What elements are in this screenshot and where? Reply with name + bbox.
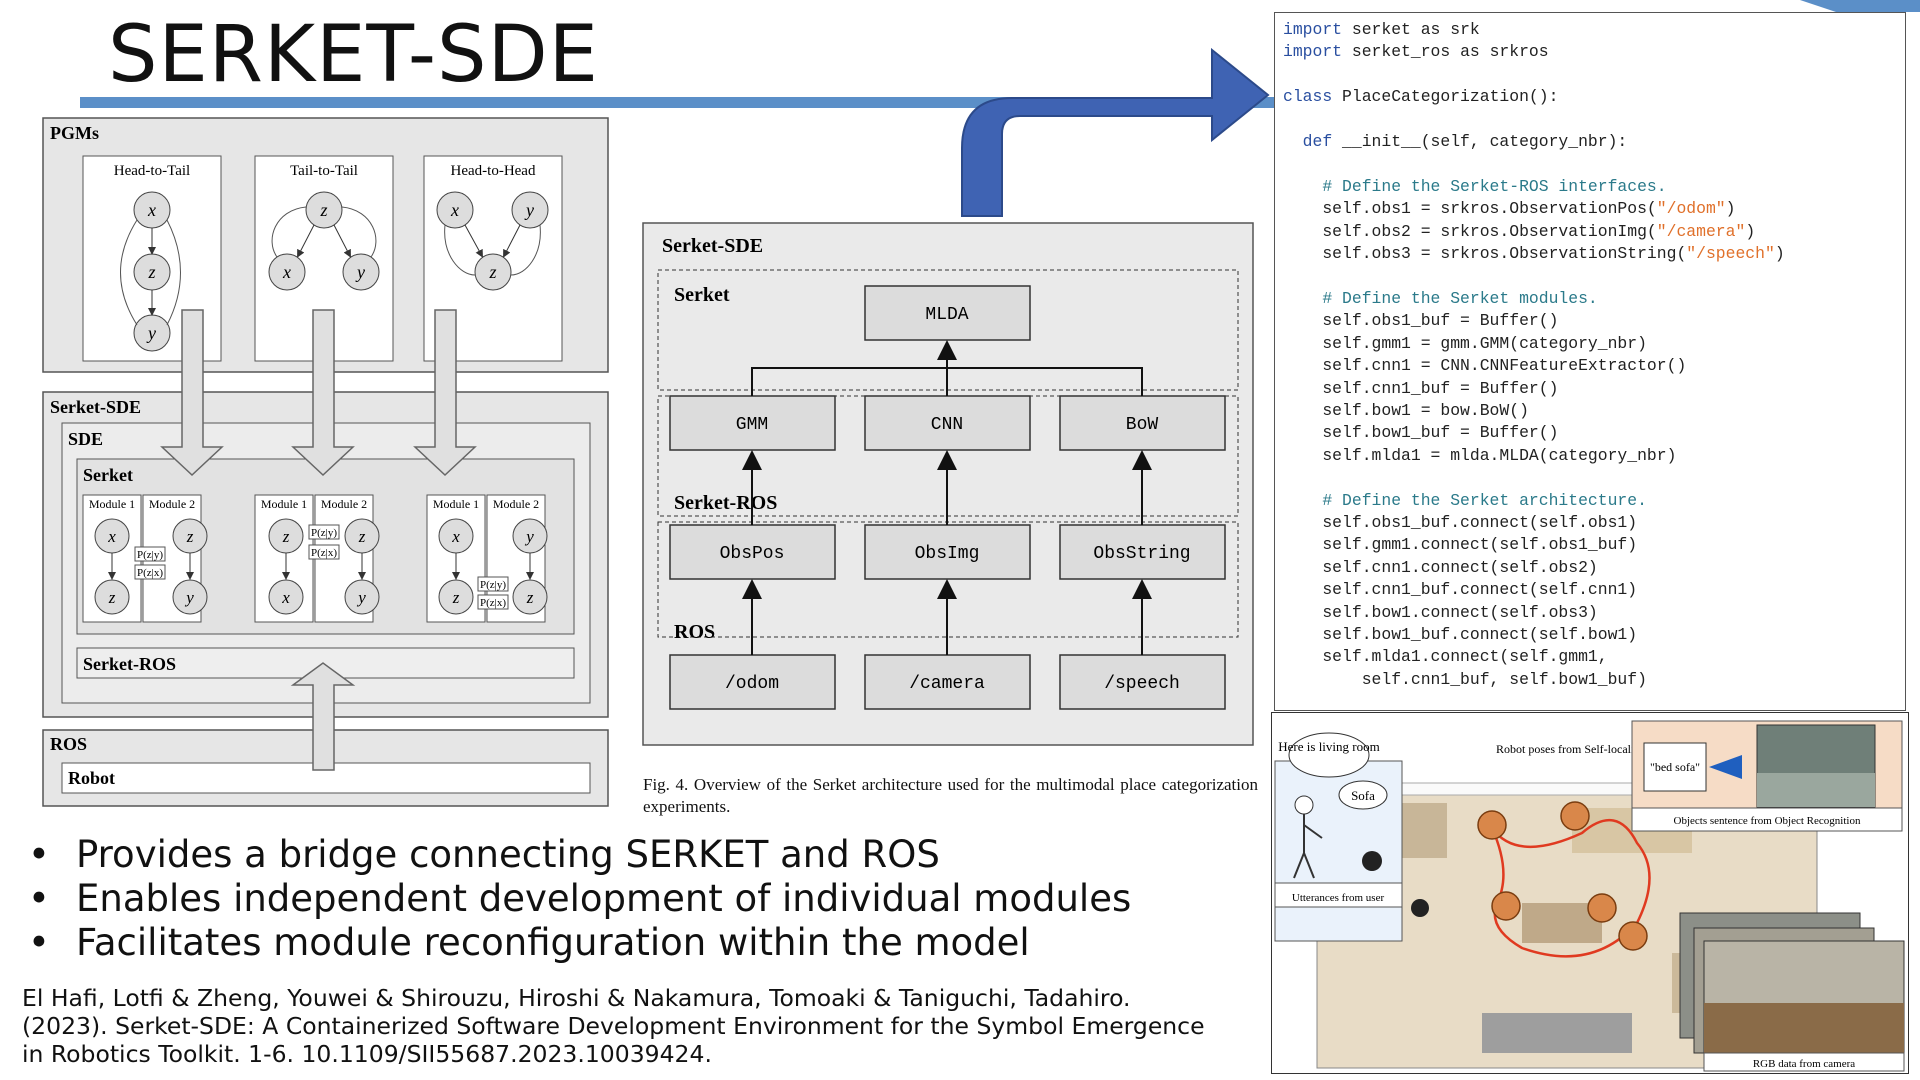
corner-decoration — [1800, 0, 1920, 12]
p-z-y-label: P(z|y) — [137, 549, 163, 561]
node-z: z — [108, 588, 116, 607]
up-arrow-icon — [290, 662, 356, 771]
node-z: z — [186, 527, 194, 546]
ros-section-label: ROS — [674, 621, 715, 643]
node-z: z — [319, 200, 327, 220]
curved-arrow-icon — [961, 48, 1270, 217]
figure-caption: Fig. 4. Overview of the Serket architect… — [643, 775, 1258, 816]
bubble-here-is-living-room: Here is living room — [1278, 739, 1379, 754]
place-categorization-figure: Here is living room Sofa Utterances from… — [1271, 712, 1909, 1074]
robot-icon — [1362, 851, 1382, 871]
node-x: x — [281, 588, 290, 607]
down-arrow-icon — [160, 309, 224, 477]
module1-label: Module 1 — [89, 497, 135, 511]
p-z-x-label: P(z|x) — [137, 567, 163, 579]
place-node — [1560, 801, 1590, 831]
serket-sde-layer-diagram: PGMs Head-to-Tail Tail-to-Tail Head-to-H… — [42, 117, 609, 807]
odom-node: /odom — [725, 674, 779, 694]
node-z: z — [147, 262, 155, 282]
p-z-x-label: P(z|x) — [480, 597, 506, 609]
serket-ros-section-label: Serket-ROS — [674, 492, 777, 514]
bed-sofa-label: "bed sofa" — [1650, 760, 1700, 774]
bow-node: BoW — [1126, 415, 1159, 435]
p-z-x-label: P(z|x) — [311, 547, 337, 559]
rgb-data-caption: RGB data from camera — [1753, 1058, 1855, 1070]
robot-poses-caption: Robot poses from Self-localization — [1496, 742, 1664, 756]
down-arrow-icon — [291, 309, 355, 477]
bullet-text: Provides a bridge connecting SERKET and … — [76, 833, 940, 876]
node-x: x — [450, 200, 459, 220]
serket-sde-label: Serket-SDE — [50, 397, 141, 417]
gmm-node: GMM — [736, 415, 768, 435]
head-to-head-label: Head-to-Head — [451, 163, 536, 179]
obspos-node: ObsPos — [720, 544, 785, 564]
title-underline-bar — [80, 97, 1275, 108]
user-icon — [1294, 795, 1314, 815]
node-x: x — [451, 527, 460, 546]
node-y: y — [524, 200, 534, 220]
obsstring-node: ObsString — [1093, 544, 1190, 564]
node-y: y — [146, 323, 156, 343]
node-x: x — [107, 527, 116, 546]
module1-label: Module 1 — [261, 497, 307, 511]
head-to-tail-label: Head-to-Tail — [114, 163, 190, 179]
node-y: y — [524, 527, 534, 546]
node-x: x — [147, 200, 156, 220]
node-x: x — [282, 262, 291, 282]
place-node — [1618, 921, 1648, 951]
bullet-text: Enables independent development of indiv… — [76, 877, 1132, 920]
module2-label: Module 2 — [149, 497, 195, 511]
robot-icon — [1411, 899, 1429, 917]
sde-label: SDE — [68, 429, 103, 449]
module1-label: Module 1 — [433, 497, 479, 511]
place-node — [1587, 893, 1617, 923]
serket-architecture-diagram: Serket-SDE Serket Serket-ROS ROS MLDA GM… — [642, 222, 1254, 746]
place-node — [1477, 810, 1507, 840]
node-z: z — [358, 527, 366, 546]
cnn-node: CNN — [931, 415, 963, 435]
citation: El Hafi, Lotfi & Zheng, Youwei & Shirouz… — [22, 984, 1205, 1068]
node-y: y — [356, 588, 366, 607]
serket-sde-title: Serket-SDE — [662, 235, 763, 257]
node-z: z — [526, 588, 534, 607]
camera-node: /camera — [909, 674, 985, 694]
mlda-node: MLDA — [925, 305, 968, 325]
utterances-caption: Utterances from user — [1292, 892, 1385, 904]
place-node — [1491, 891, 1521, 921]
obsimg-node: ObsImg — [915, 544, 980, 564]
slide-title: SERKET-SDE — [108, 10, 599, 100]
bullet-item: •Provides a bridge connecting SERKET and… — [28, 833, 940, 876]
module2-label: Module 2 — [493, 497, 539, 511]
bubble-sofa: Sofa — [1351, 788, 1375, 803]
pgms-label: PGMs — [50, 123, 99, 143]
node-z: z — [488, 262, 496, 282]
speech-node: /speech — [1104, 674, 1180, 694]
objects-sentence-caption: Objects sentence from Object Recognition — [1674, 815, 1861, 827]
down-arrow-icon — [413, 309, 477, 477]
node-z: z — [452, 588, 460, 607]
p-z-y-label: P(z|y) — [480, 579, 506, 591]
bullet-text: Facilitates module reconfiguration withi… — [76, 921, 1030, 964]
left-arrow-icon — [1709, 755, 1742, 779]
serket-ros-label: Serket-ROS — [83, 654, 176, 674]
serket-label: Serket — [83, 465, 133, 485]
bullet-item: •Facilitates module reconfiguration with… — [28, 921, 1030, 964]
robot-label: Robot — [68, 768, 115, 788]
node-y: y — [355, 262, 365, 282]
tail-to-tail-label: Tail-to-Tail — [290, 163, 358, 179]
map-illustration: Here is living room Sofa Utterances from… — [1274, 720, 1905, 1072]
bullet-item: •Enables independent development of indi… — [28, 877, 1132, 920]
module2-label: Module 2 — [321, 497, 367, 511]
code-panel: import serket as srk import serket_ros a… — [1274, 12, 1906, 711]
node-z: z — [282, 527, 290, 546]
ros-label: ROS — [50, 734, 87, 754]
node-y: y — [184, 588, 194, 607]
code-listing: import serket as srk import serket_ros a… — [1283, 20, 1785, 689]
serket-section-label: Serket — [674, 284, 730, 306]
p-z-y-label: P(z|y) — [311, 527, 337, 539]
